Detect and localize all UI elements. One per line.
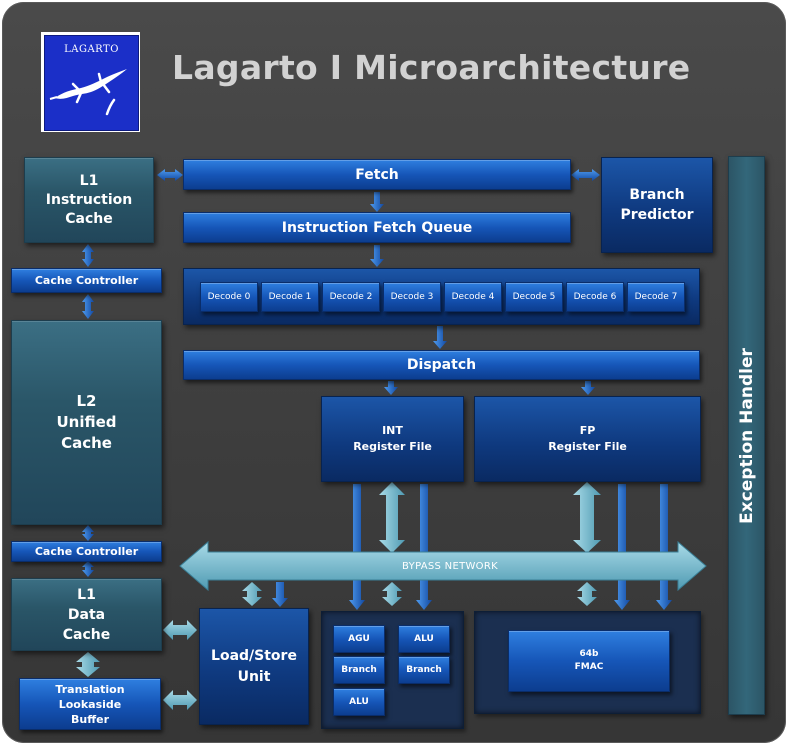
instruction-fetch-queue: Instruction Fetch Queue: [183, 212, 571, 243]
cache-controller-top: Cache Controller: [11, 268, 162, 293]
l1-data-cache: L1 Data Cache: [11, 578, 162, 651]
logo-text: LAGARTO: [64, 44, 119, 55]
decoder-3: Decode 3: [383, 282, 441, 312]
branch-unit-1: Branch: [333, 656, 385, 684]
cache-controller-bottom: Cache Controller: [11, 541, 162, 562]
decoder-5: Decode 5: [505, 282, 563, 312]
decoder-6: Decode 6: [566, 282, 624, 312]
fetch-block: Fetch: [183, 159, 571, 190]
branch-predictor: Branch Predictor: [601, 157, 713, 253]
l1-instruction-cache: L1 Instruction Cache: [24, 157, 154, 243]
translation-lookaside-buffer: Translation Lookaside Buffer: [19, 678, 161, 730]
lizard-icon: [49, 69, 127, 116]
decoder-0: Decode 0: [200, 282, 258, 312]
decoder-4: Decode 4: [444, 282, 502, 312]
diagram-title: Lagarto I Microarchitecture: [172, 48, 691, 87]
exception-handler-label: Exception Handler: [736, 347, 757, 524]
int-register-file: INT Register File: [321, 396, 464, 482]
agu-unit: AGU: [333, 625, 385, 653]
bypass-network-label: BYPASS NETWORK: [402, 560, 498, 572]
exception-handler: Exception Handler: [728, 156, 765, 715]
decoder-2: Decode 2: [322, 282, 380, 312]
bypass-network-arrow: [179, 540, 707, 592]
decoder-1: Decode 1: [261, 282, 319, 312]
fp-register-file: FP Register File: [474, 396, 701, 482]
branch-unit-2: Branch: [398, 656, 450, 684]
lagarto-logo: LAGARTO: [41, 32, 140, 132]
int-alu-unit-1: ALU: [398, 625, 450, 653]
load-store-unit: Load/Store Unit: [199, 608, 309, 725]
decoder-7: Decode 7: [627, 282, 685, 312]
l2-unified-cache: L2 Unified Cache: [11, 320, 162, 525]
fmac-unit: 64b FMAC: [508, 630, 670, 692]
dispatch-block: Dispatch: [183, 350, 700, 380]
int-alu-unit-2: ALU: [333, 688, 385, 716]
